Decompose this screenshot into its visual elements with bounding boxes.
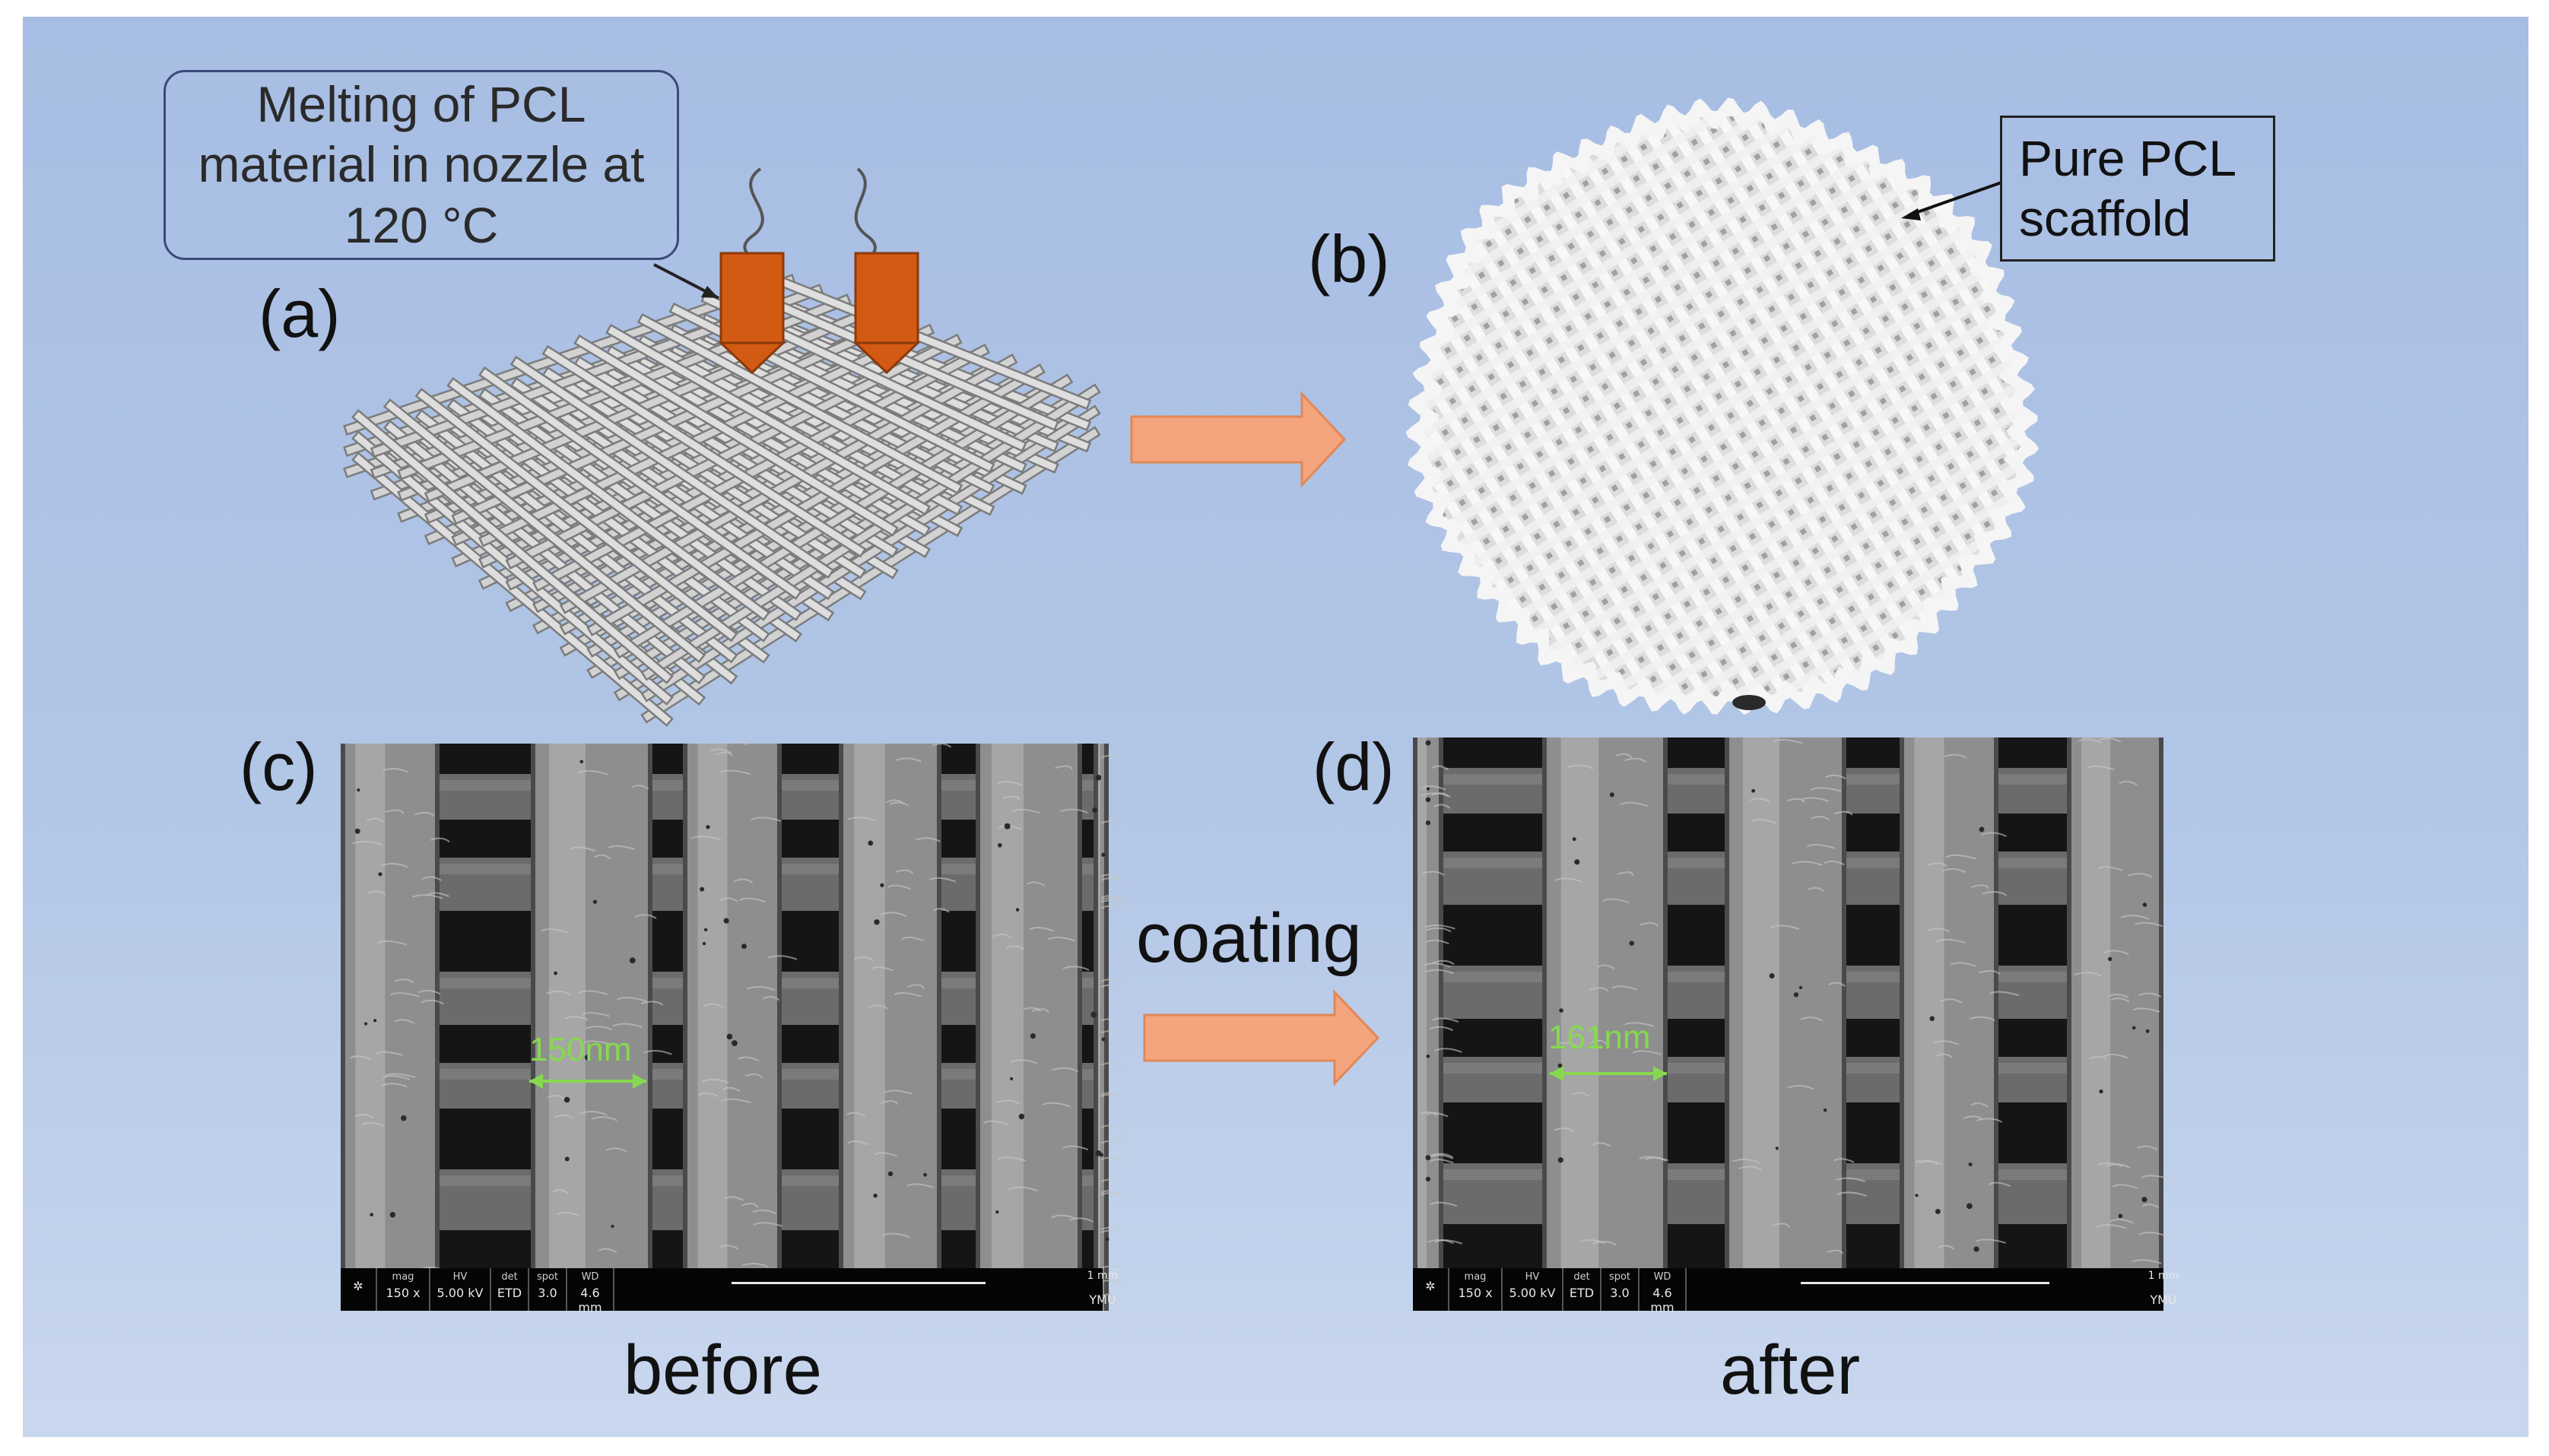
fei-logo-icon: ✲ [1413, 1268, 1449, 1311]
sem-info-value: 3.0 [538, 1286, 557, 1300]
before-label: before [624, 1331, 822, 1409]
callout-scaffold: Pure PCL scaffold [2000, 116, 2275, 262]
callout-nozzle-line-2: material in nozzle at [198, 136, 645, 193]
sem-info-header: det [501, 1271, 518, 1283]
coating-arrow-icon [1143, 989, 1380, 1086]
sem-info-wd: WD 4.6 mm [567, 1268, 614, 1315]
sem-info-value: ETD [497, 1286, 522, 1300]
sem-info-header: WD [581, 1271, 599, 1283]
sem-scale-label: 1 mm [1087, 1270, 1119, 1282]
scaffold-photo [1405, 97, 2040, 715]
nozzle-right [852, 167, 921, 375]
callout-scaffold-line-2: scaffold [2019, 190, 2192, 246]
panel-label-d: (d) [1313, 729, 1395, 804]
sem-info-header: mag [1464, 1271, 1487, 1283]
sem-info-value: 150 x [1458, 1286, 1493, 1300]
fei-logo-icon: ✲ [341, 1268, 377, 1311]
measurement-arrow-before [529, 1074, 646, 1089]
measurement-label-before: 150nm [529, 1031, 632, 1068]
sem-scale-label: 1 mm [2147, 1270, 2179, 1282]
callout-nozzle-line-3: 120 °C [344, 196, 499, 253]
coating-label: coating [1136, 899, 1362, 977]
sem-scale-bar: 1 mm YMU [614, 1268, 1118, 1311]
sem-info-value: ETD [1569, 1286, 1595, 1300]
arrow-right-icon [1130, 391, 1347, 488]
callout-scaffold-line-1: Pure PCL [2019, 129, 2237, 186]
callout-nozzle: Melting of PCL material in nozzle at 120… [163, 70, 679, 260]
sem-info-hv: HV 5.00 kV [1503, 1268, 1563, 1311]
sem-info-value: 3.0 [1610, 1286, 1630, 1300]
sem-info-wd: WD 4.6 mm [1640, 1268, 1687, 1315]
sem-info-header: HV [452, 1271, 468, 1283]
panel-label-c: (c) [240, 729, 318, 804]
callout-nozzle-line-1: Melting of PCL [256, 76, 586, 133]
sem-lab-label: YMU [1089, 1293, 1116, 1307]
sem-info-header: WD [1653, 1271, 1671, 1283]
sem-info-value: 5.00 kV [436, 1286, 484, 1300]
sem-info-mag: mag 150 x [1449, 1268, 1503, 1311]
sem-lab-label: YMU [2150, 1293, 2177, 1307]
sem-info-header: mag [392, 1271, 414, 1283]
sem-info-header: det [1573, 1271, 1590, 1283]
sem-info-header: spot [1608, 1271, 1631, 1283]
sem-info-value: 150 x [386, 1286, 421, 1300]
callout-pointer-scaffold [1908, 181, 2002, 217]
panel-label-a: (a) [259, 276, 341, 351]
scaffold-grid-illustration [343, 270, 1101, 727]
sem-info-spot: spot 3.0 [529, 1268, 567, 1311]
sem-scale-bar: 1 mm YMU [1687, 1268, 2179, 1311]
panel-label-b: (b) [1308, 221, 1390, 297]
nozzle-left [718, 167, 786, 375]
sem-info-hv: HV 5.00 kV [430, 1268, 491, 1311]
sem-info-value: 4.6 mm [578, 1286, 602, 1315]
sem-info-header: spot [536, 1271, 559, 1283]
sem-info-header: HV [1525, 1271, 1540, 1283]
sem-info-spot: spot 3.0 [1601, 1268, 1640, 1311]
sem-info-value: 4.6 mm [1650, 1286, 1674, 1315]
after-label: after [1720, 1331, 1861, 1409]
sem-info-value: 5.00 kV [1509, 1286, 1556, 1300]
sem-info-mag: mag 150 x [377, 1268, 430, 1311]
measurement-arrow-after [1550, 1066, 1667, 1081]
measurement-label-after: 161nm [1548, 1019, 1651, 1056]
